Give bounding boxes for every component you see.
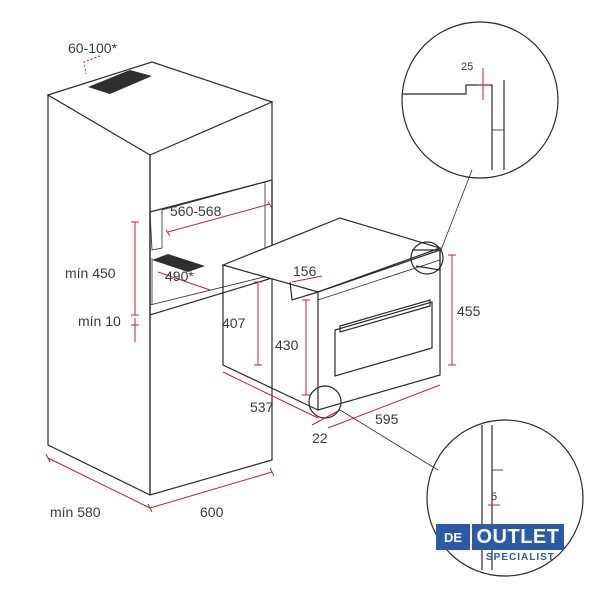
vent-slot [88, 70, 152, 94]
dim-oven-height-side: 407 [222, 315, 246, 331]
dim-cabinet-width: 600 [200, 504, 224, 520]
dimension-labels: 60-100* 560-568 mín 450 490* mín 10 156 … [50, 40, 497, 520]
dim-niche-bottom-min: mín 10 [78, 313, 121, 329]
cabinet-dimensions [45, 55, 275, 513]
logo-outlet: OUTLET [472, 524, 564, 550]
dim-oven-height-front: 455 [457, 303, 481, 319]
dim-detail-top-gap: 25 [461, 61, 473, 73]
dim-oven-depth-top: 156 [293, 263, 317, 279]
zoom-circle-bottom [426, 419, 584, 577]
dim-niche-depth: 490* [165, 268, 194, 284]
logo-specialist: SPECIALIST [486, 552, 555, 563]
logo-de: DE [436, 524, 470, 550]
oven [221, 217, 442, 411]
niche-vent [152, 254, 205, 272]
oven-dimensions [222, 254, 456, 429]
dim-oven-width: 595 [375, 411, 399, 427]
dim-oven-depth: 537 [250, 399, 274, 415]
zoom-circle-top [401, 21, 559, 179]
dim-cabinet-depth-min: mín 580 [50, 504, 101, 520]
dim-niche-height-min: mín 450 [65, 265, 116, 281]
dim-niche-width: 560-568 [170, 203, 222, 219]
dim-detail-bottom-gap: 5 [491, 491, 497, 503]
dim-oven-gap: 22 [312, 430, 328, 446]
dim-vent-top: 60-100* [68, 40, 118, 56]
dim-oven-height-inner: 430 [275, 337, 299, 353]
detail-circle-bottom [308, 385, 342, 419]
outlet-logo: DE OUTLET SPECIALIST [436, 524, 576, 566]
detail-circle-top [410, 241, 444, 275]
